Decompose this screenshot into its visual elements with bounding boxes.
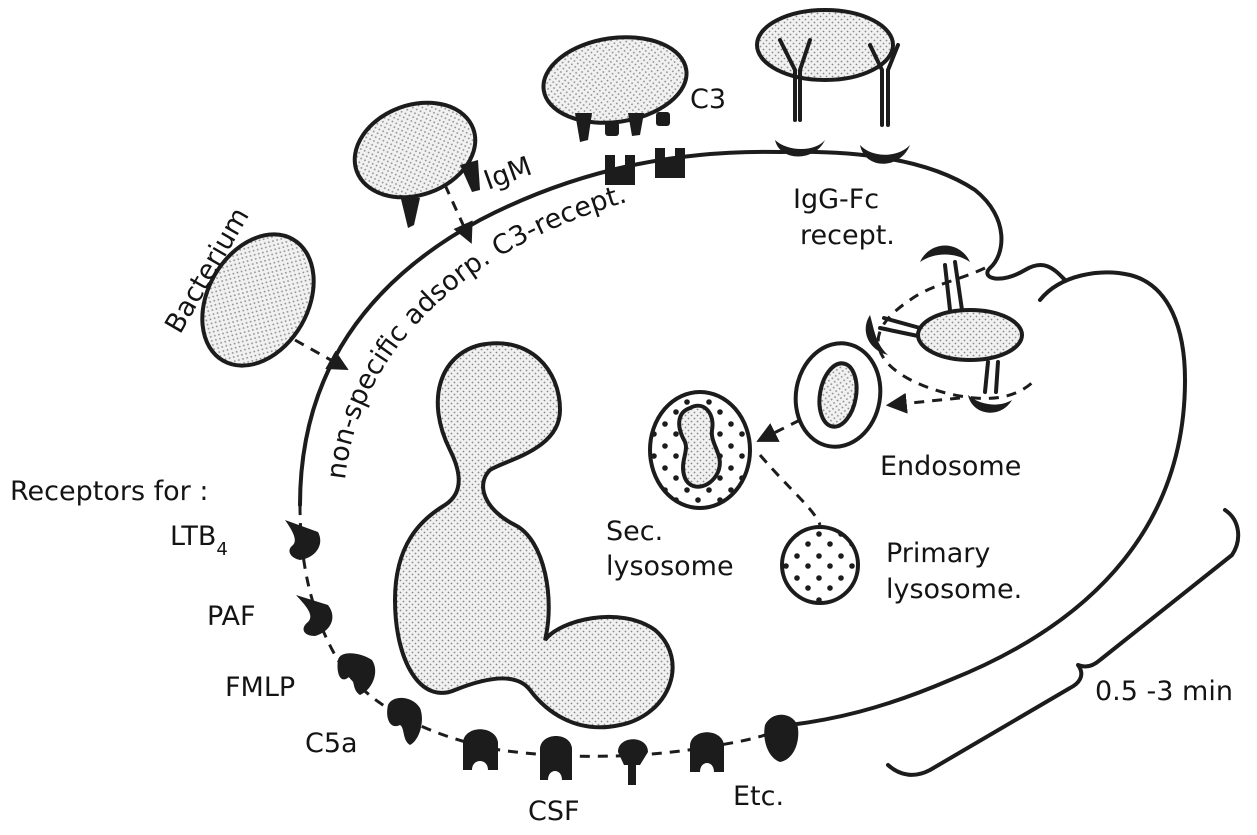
c3-label: C3 (690, 84, 726, 115)
c3-receptor-2 (655, 148, 685, 178)
c5a-receptor (387, 698, 422, 745)
engulf-antibody-1 (945, 262, 962, 310)
receptor-8 (618, 739, 648, 785)
c3-fragment-2 (605, 122, 619, 136)
endosome-label: Endosome (880, 451, 1021, 482)
igg-label-line2: recept. (800, 220, 895, 251)
sec-lysosome-label-1: Sec. (606, 516, 663, 547)
igm-antibody-2 (460, 160, 480, 192)
c3-fragment-4 (656, 112, 670, 126)
receptors-for-label: Receptors for : (10, 476, 208, 507)
endosome-arrow-in (890, 398, 960, 405)
c3-fragment-1 (575, 113, 592, 142)
ltb4-label: LTB4 (170, 521, 228, 560)
receptor-6 (463, 729, 498, 770)
primary-lysosome-label-2: lysosome. (886, 574, 1022, 605)
csf-label: CSF (528, 796, 580, 827)
igg-label-line1: IgG-Fc (793, 184, 879, 215)
primary-lysosome-path (760, 455, 820, 525)
igm-bacterium (341, 87, 488, 214)
time-label: 0.5 -3 min (1095, 676, 1233, 707)
fmlp-receptor (338, 653, 376, 695)
fmlp-label: FMLP (225, 672, 295, 703)
csf-receptor (540, 736, 572, 780)
endosome-bacterium (815, 360, 862, 429)
ltb4-receptor (285, 520, 320, 560)
etc-label: Etc. (733, 781, 784, 812)
primary-lysosome-label-1: Primary (886, 538, 990, 569)
sec-lysosome-label-2: lysosome (606, 551, 734, 582)
receptor-9 (690, 732, 724, 772)
engulfed-bacterium (918, 310, 1022, 360)
paf-receptor (296, 595, 332, 636)
sec-lysosome-arrow (760, 420, 800, 440)
c3-fragment-3 (628, 113, 644, 136)
secondary-lysosome-content (679, 406, 720, 487)
primary-lysosome (782, 527, 858, 603)
receptor-10 (764, 715, 798, 762)
paf-label: PAF (207, 601, 256, 632)
igm-antibody-1 (400, 195, 420, 228)
c5a-label: C5a (305, 728, 358, 759)
engulf-receptor-1 (920, 246, 970, 263)
igg-fc-receptor-1 (775, 140, 825, 157)
igm-label: IgM (480, 151, 536, 197)
engulf-antibody-3 (985, 362, 998, 392)
igg-bacterium (757, 10, 893, 80)
